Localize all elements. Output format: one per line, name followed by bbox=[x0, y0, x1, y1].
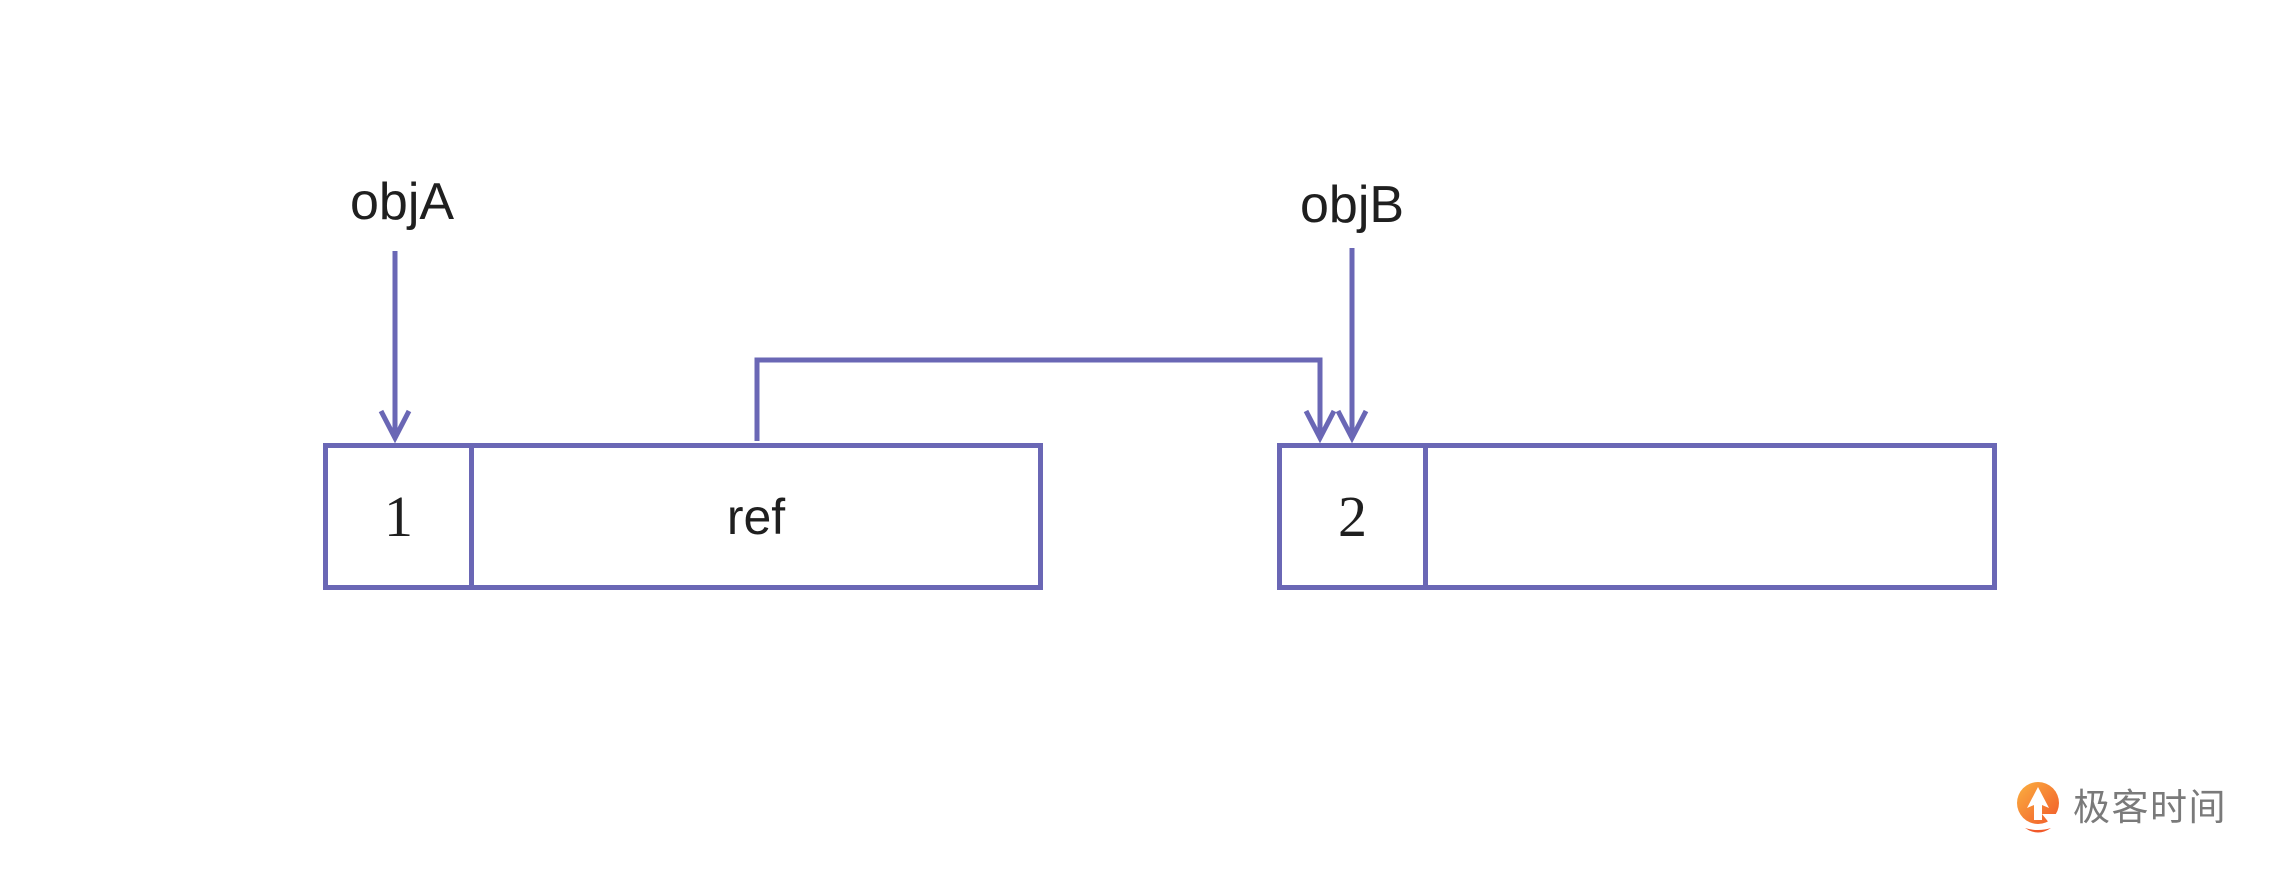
geektime-flame-icon bbox=[2017, 782, 2059, 833]
objA-box: 1 ref bbox=[323, 443, 1043, 590]
objB-empty-cell bbox=[1428, 448, 1992, 585]
objB-box: 2 bbox=[1277, 443, 1997, 590]
objA-refcount-cell: 1 bbox=[328, 448, 474, 585]
objA-ref-cell: ref bbox=[726, 488, 786, 545]
geektime-logo: 极客时间 bbox=[2014, 780, 2227, 836]
objA-arrow-icon bbox=[378, 251, 412, 444]
objB-label: objB bbox=[1300, 176, 1405, 234]
ref-to-objB-connector-icon bbox=[754, 357, 1337, 444]
objA-label: objA bbox=[350, 173, 455, 231]
objB-refcount-cell: 2 bbox=[1282, 448, 1428, 585]
geektime-logo-text: 极客时间 bbox=[2073, 787, 2227, 828]
objB-arrow-icon bbox=[1335, 248, 1369, 444]
